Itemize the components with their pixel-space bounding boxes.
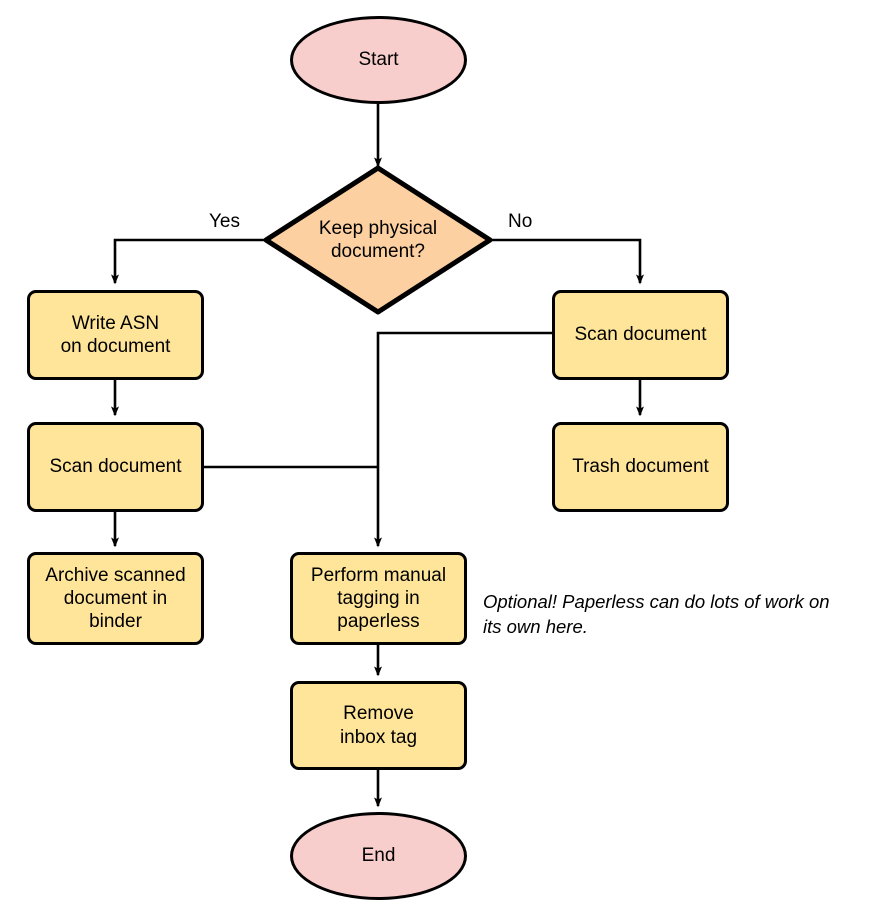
edge-label-yes: Yes — [209, 211, 240, 232]
node-write-asn-on-document[interactable]: Write ASN on document — [27, 290, 204, 380]
edge-decision-to-write-asn — [111, 238, 265, 285]
node-remove-inbox-label-line2: inbox tag — [339, 726, 418, 748]
node-remove-inbox-tag[interactable]: Remove inbox tag — [290, 681, 467, 770]
node-scan-document-left[interactable]: Scan document — [27, 422, 204, 512]
node-scan-document-right[interactable]: Scan document — [552, 290, 729, 380]
node-scan-document-right-label: Scan document — [574, 324, 707, 346]
node-perform-manual-tagging[interactable]: Perform manual tagging in paperless — [290, 552, 467, 645]
annotation-line1: Optional! Paperless can do lots of work … — [483, 591, 830, 612]
node-start-label: Start — [358, 49, 399, 71]
node-trash-document[interactable]: Trash document — [552, 422, 729, 512]
node-decision-keep-physical-document[interactable]: Keep physical document? — [263, 165, 493, 315]
annotation-line2: its own here. — [483, 615, 588, 637]
node-archive-label-line3: binder — [89, 611, 142, 633]
node-start[interactable]: Start — [290, 16, 467, 104]
node-end[interactable]: End — [290, 812, 467, 900]
node-end-label: End — [361, 845, 396, 867]
node-tagging-label-line2: tagging in — [337, 587, 420, 609]
edge-label-no: No — [508, 211, 533, 232]
node-scan-document-left-label: Scan document — [49, 456, 182, 478]
node-trash-document-label: Trash document — [572, 456, 709, 478]
node-remove-inbox-label-line1: Remove — [343, 703, 414, 725]
decision-diamond-shape — [263, 165, 493, 315]
node-archive-label-line1: Archive scanned — [45, 564, 186, 586]
edge-scan-right-to-tagging — [374, 331, 552, 548]
edge-decision-to-scan-right — [491, 238, 644, 285]
node-archive-scanned-document[interactable]: Archive scanned document in binder — [27, 552, 204, 645]
node-tagging-label-line3: paperless — [337, 611, 420, 633]
node-tagging-label-line1: Perform manual — [310, 564, 447, 586]
node-write-asn-label-line2: on document — [60, 336, 171, 357]
node-archive-label-line2: document in — [63, 587, 168, 609]
node-write-asn-label-line1: Write ASN — [71, 312, 160, 334]
annotation-optional-paperless: Optional! Paperless can do lots of work … — [483, 590, 883, 639]
